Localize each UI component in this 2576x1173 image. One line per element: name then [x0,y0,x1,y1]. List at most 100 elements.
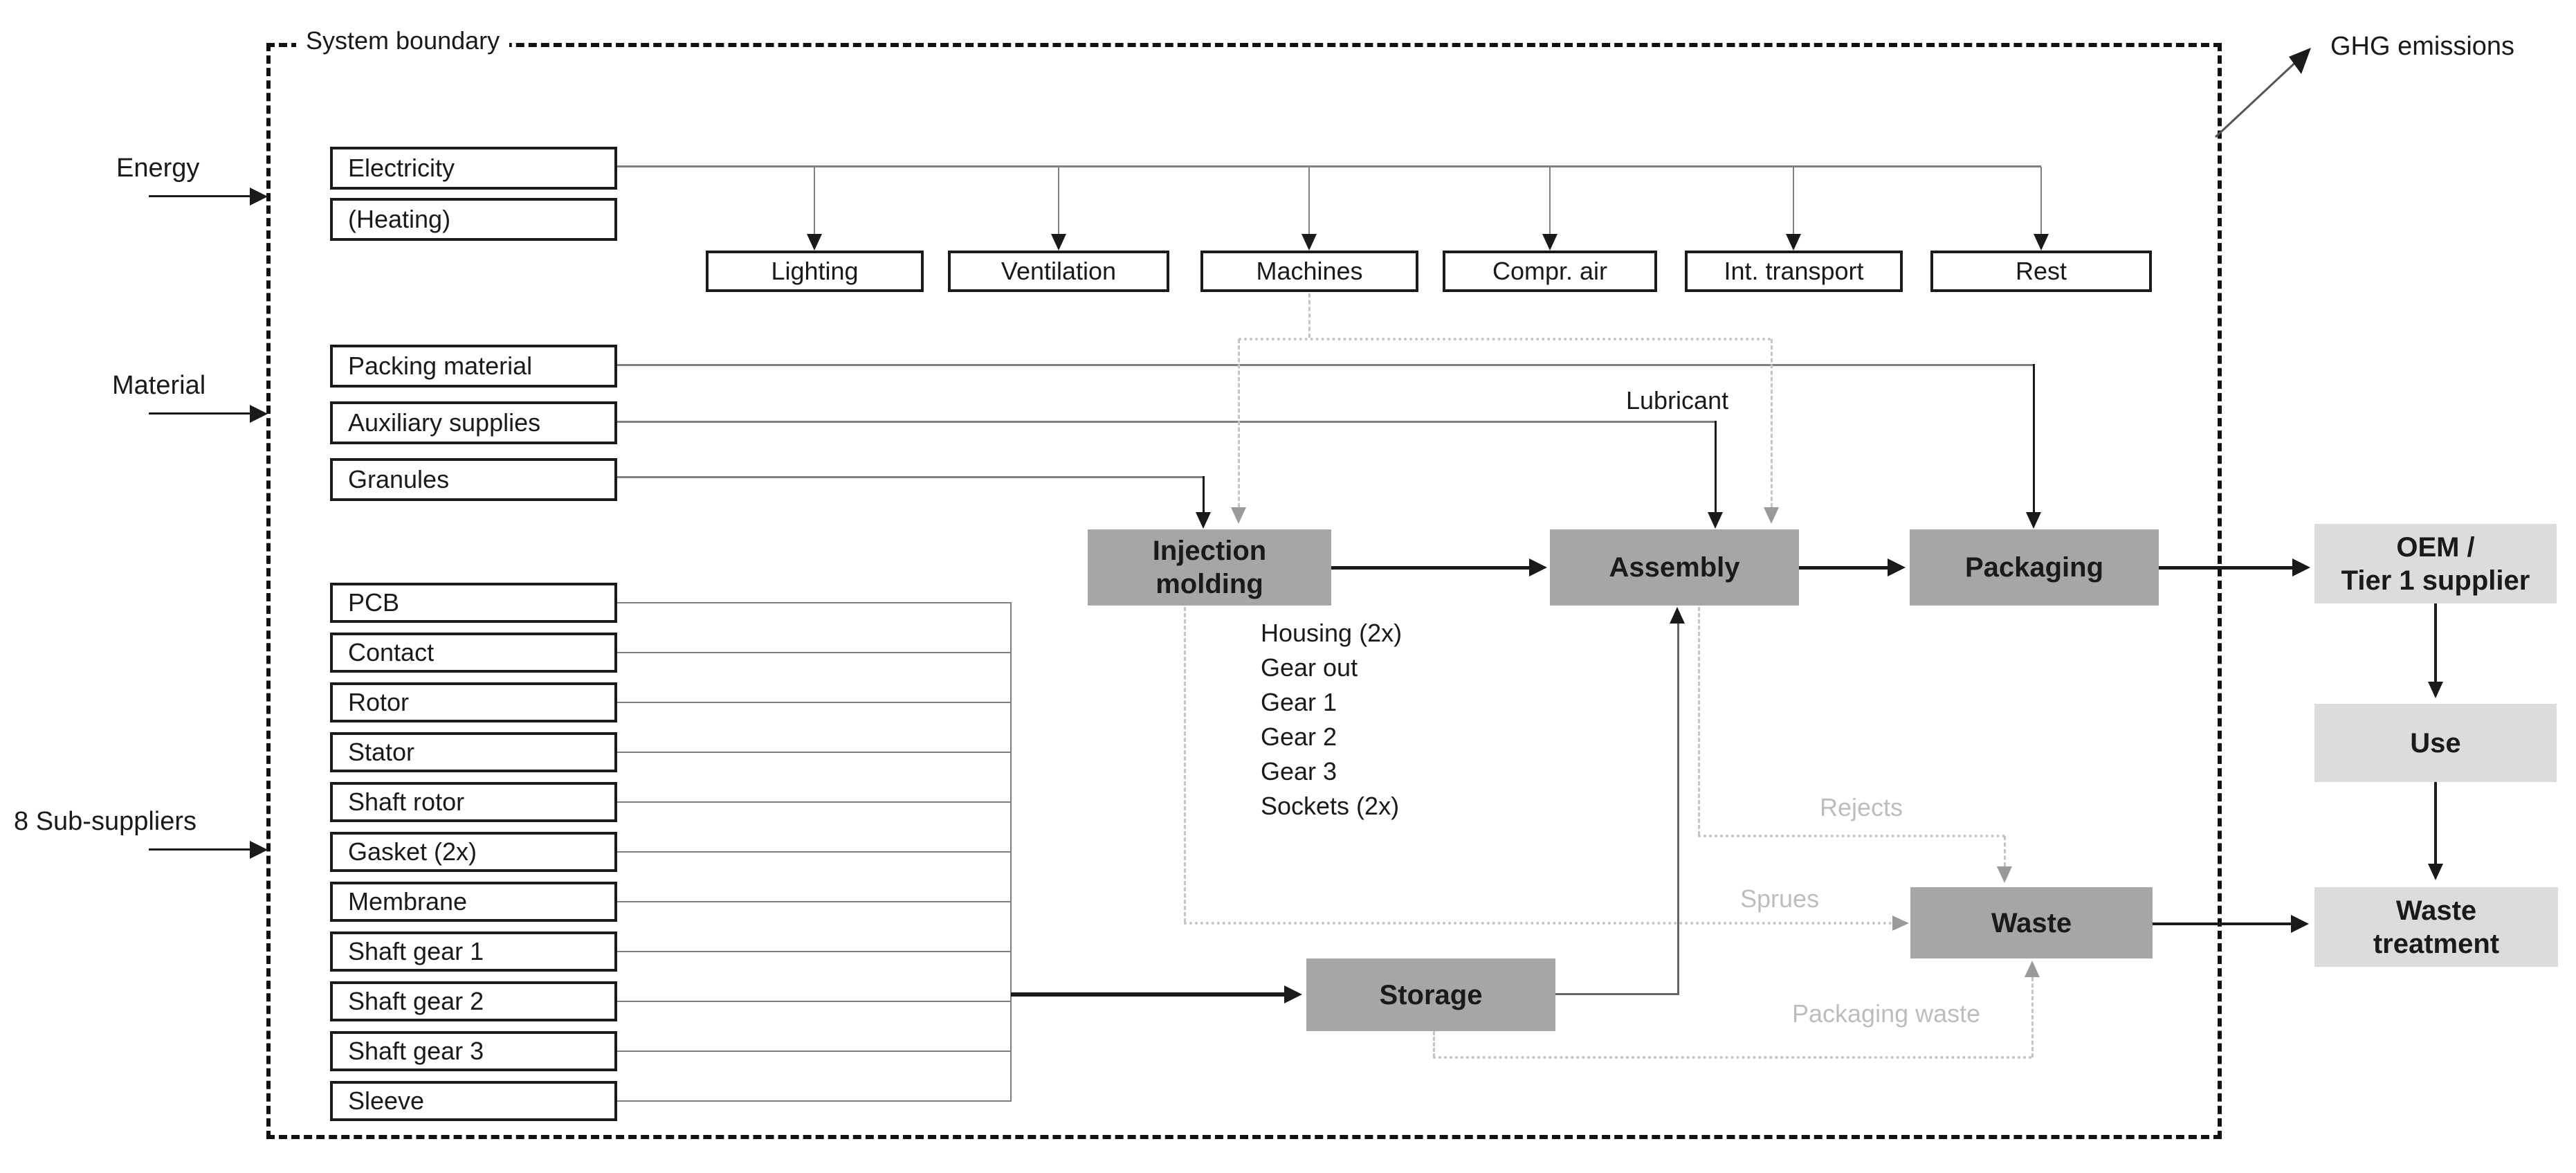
box-shaft-gear-1: Shaft gear 1 [330,931,617,972]
box-shaft-gear-2: Shaft gear 2 [330,981,617,1021]
molded-part-item: Sockets (2x) [1261,792,1400,820]
connector-shaft-gear-2 [617,1001,1012,1002]
molded-part-item: Housing (2x) [1261,619,1403,647]
packaging-waste-label: Packaging waste [1792,999,1981,1028]
box-injection-molding: Injection molding [1088,529,1331,606]
box-granules: Granules [330,458,617,501]
molded-part-item: Gear 1 [1261,688,1337,716]
arrow-oem-to-use [2428,682,2443,698]
arrow-into-ventilation [1051,234,1066,251]
arrow-into-storage [1284,985,1302,1003]
subsuppliers-label: 8 Sub-suppliers [14,807,197,836]
box-stator: Stator [330,732,617,772]
branch-line-compr-air [1549,167,1551,234]
lubricant-drop-line [1715,421,1717,513]
packing-drop-line [2033,364,2035,513]
arrow-into-lighting [807,234,822,251]
rejects-horizontal-line [1698,835,2005,837]
waste-to-treatment-line [2153,922,2291,925]
energy-arrow-head [250,188,268,206]
box-shaft-gear-3: Shaft gear 3 [330,1031,617,1071]
connector-stator [617,752,1012,753]
arrow-packaging-to-oem [2292,558,2310,576]
connector-rotor [617,702,1012,703]
box-waste: Waste [1910,887,2153,958]
injection-to-assembly-line [1331,566,1529,570]
arrow-lubricant-into-assembly [1708,512,1723,529]
packaging-waste-up-line [2031,977,2034,1057]
gray-arrow-into-assembly [1764,507,1779,524]
material-arrow-head [250,405,268,423]
material-arrow-line [149,412,251,415]
granules-line [617,476,1204,478]
box-shaft-rotor: Shaft rotor [330,782,617,822]
gray-arrow-into-injection [1231,507,1246,524]
components-to-storage-line [1011,992,1284,997]
branch-line-int-transport [1793,167,1794,234]
branch-line-ventilation [1058,167,1059,234]
arrow-into-compr-air [1542,234,1558,251]
arrow-injection-to-assembly [1529,558,1547,576]
system-boundary-label: System boundary [296,26,510,55]
electricity-bus-line [617,165,2041,167]
connector-sleeve [617,1100,1012,1102]
machines-dotted-bus [1239,338,1771,340]
box-compr-air: Compr. air [1443,251,1657,292]
connector-contact [617,652,1012,653]
packaging-waste-drop-line [1433,1031,1435,1057]
branch-line-lighting [814,167,815,234]
molded-part-item: Gear out [1261,653,1358,682]
ghg-arrow [2214,48,2311,138]
box-packaging: Packaging [1910,529,2159,606]
connector-shaft-gear-1 [617,951,1012,952]
material-label: Material [112,371,206,400]
use-to-treatment-line [2434,782,2437,864]
box-storage: Storage [1306,958,1555,1031]
box-int-transport: Int. transport [1685,251,1903,292]
connector-membrane [617,901,1012,902]
component-bus-line [1010,602,1012,1102]
box-auxiliary-supplies: Auxiliary supplies [330,401,617,444]
machines-drop-assembly [1771,339,1773,507]
subsuppliers-arrow-head [250,841,268,859]
box-electricity: Electricity [330,147,617,190]
box-membrane: Membrane [330,882,617,922]
arrow-assembly-to-packaging [1888,558,1906,576]
rejects-label: Rejects [1820,793,1903,821]
oem-to-use-line [2434,603,2437,682]
box-gasket: Gasket (2x) [330,832,617,872]
molded-parts-list: Housing (2x) Gear out Gear 1 Gear 2 Gear… [1261,616,1402,824]
arrow-use-to-treatment [2428,864,2443,880]
box-pcb: PCB [330,583,617,623]
arrow-into-rest [2034,234,2049,251]
molded-part-item: Gear 2 [1261,722,1337,751]
box-packing-material: Packing material [330,345,617,388]
assembly-to-packaging-line [1799,566,1888,570]
machines-drop-injection [1238,339,1240,507]
subsuppliers-arrow-line [149,848,251,851]
rejects-drop-line [1698,607,1700,835]
connector-pcb [617,602,1012,603]
arrow-into-packaging [2026,512,2041,529]
energy-arrow-line [149,195,251,197]
box-rest: Rest [1930,251,2152,292]
box-machines: Machines [1200,251,1418,292]
connector-gasket [617,851,1012,853]
machines-dashed-drop [1308,293,1310,338]
storage-to-assembly-vline [1677,624,1679,995]
energy-label: Energy [116,154,200,183]
box-contact: Contact [330,633,617,673]
box-rotor: Rotor [330,682,617,722]
sprues-drop-line [1184,607,1186,922]
lubricant-label: Lubricant [1626,386,1729,415]
connector-shaft-gear-3 [617,1051,1012,1052]
arrow-into-int-transport [1786,234,1801,251]
arrow-storage-into-assembly [1670,607,1685,624]
connector-shaft-rotor [617,801,1012,803]
storage-to-assembly-hline [1555,993,1678,995]
arrow-waste-to-treatment [2291,915,2309,933]
box-sleeve: Sleeve [330,1081,617,1121]
sprues-label: Sprues [1740,884,1820,913]
packing-to-packaging-line [617,364,2034,366]
gray-arrow-rejects-into-waste [1997,866,2012,883]
